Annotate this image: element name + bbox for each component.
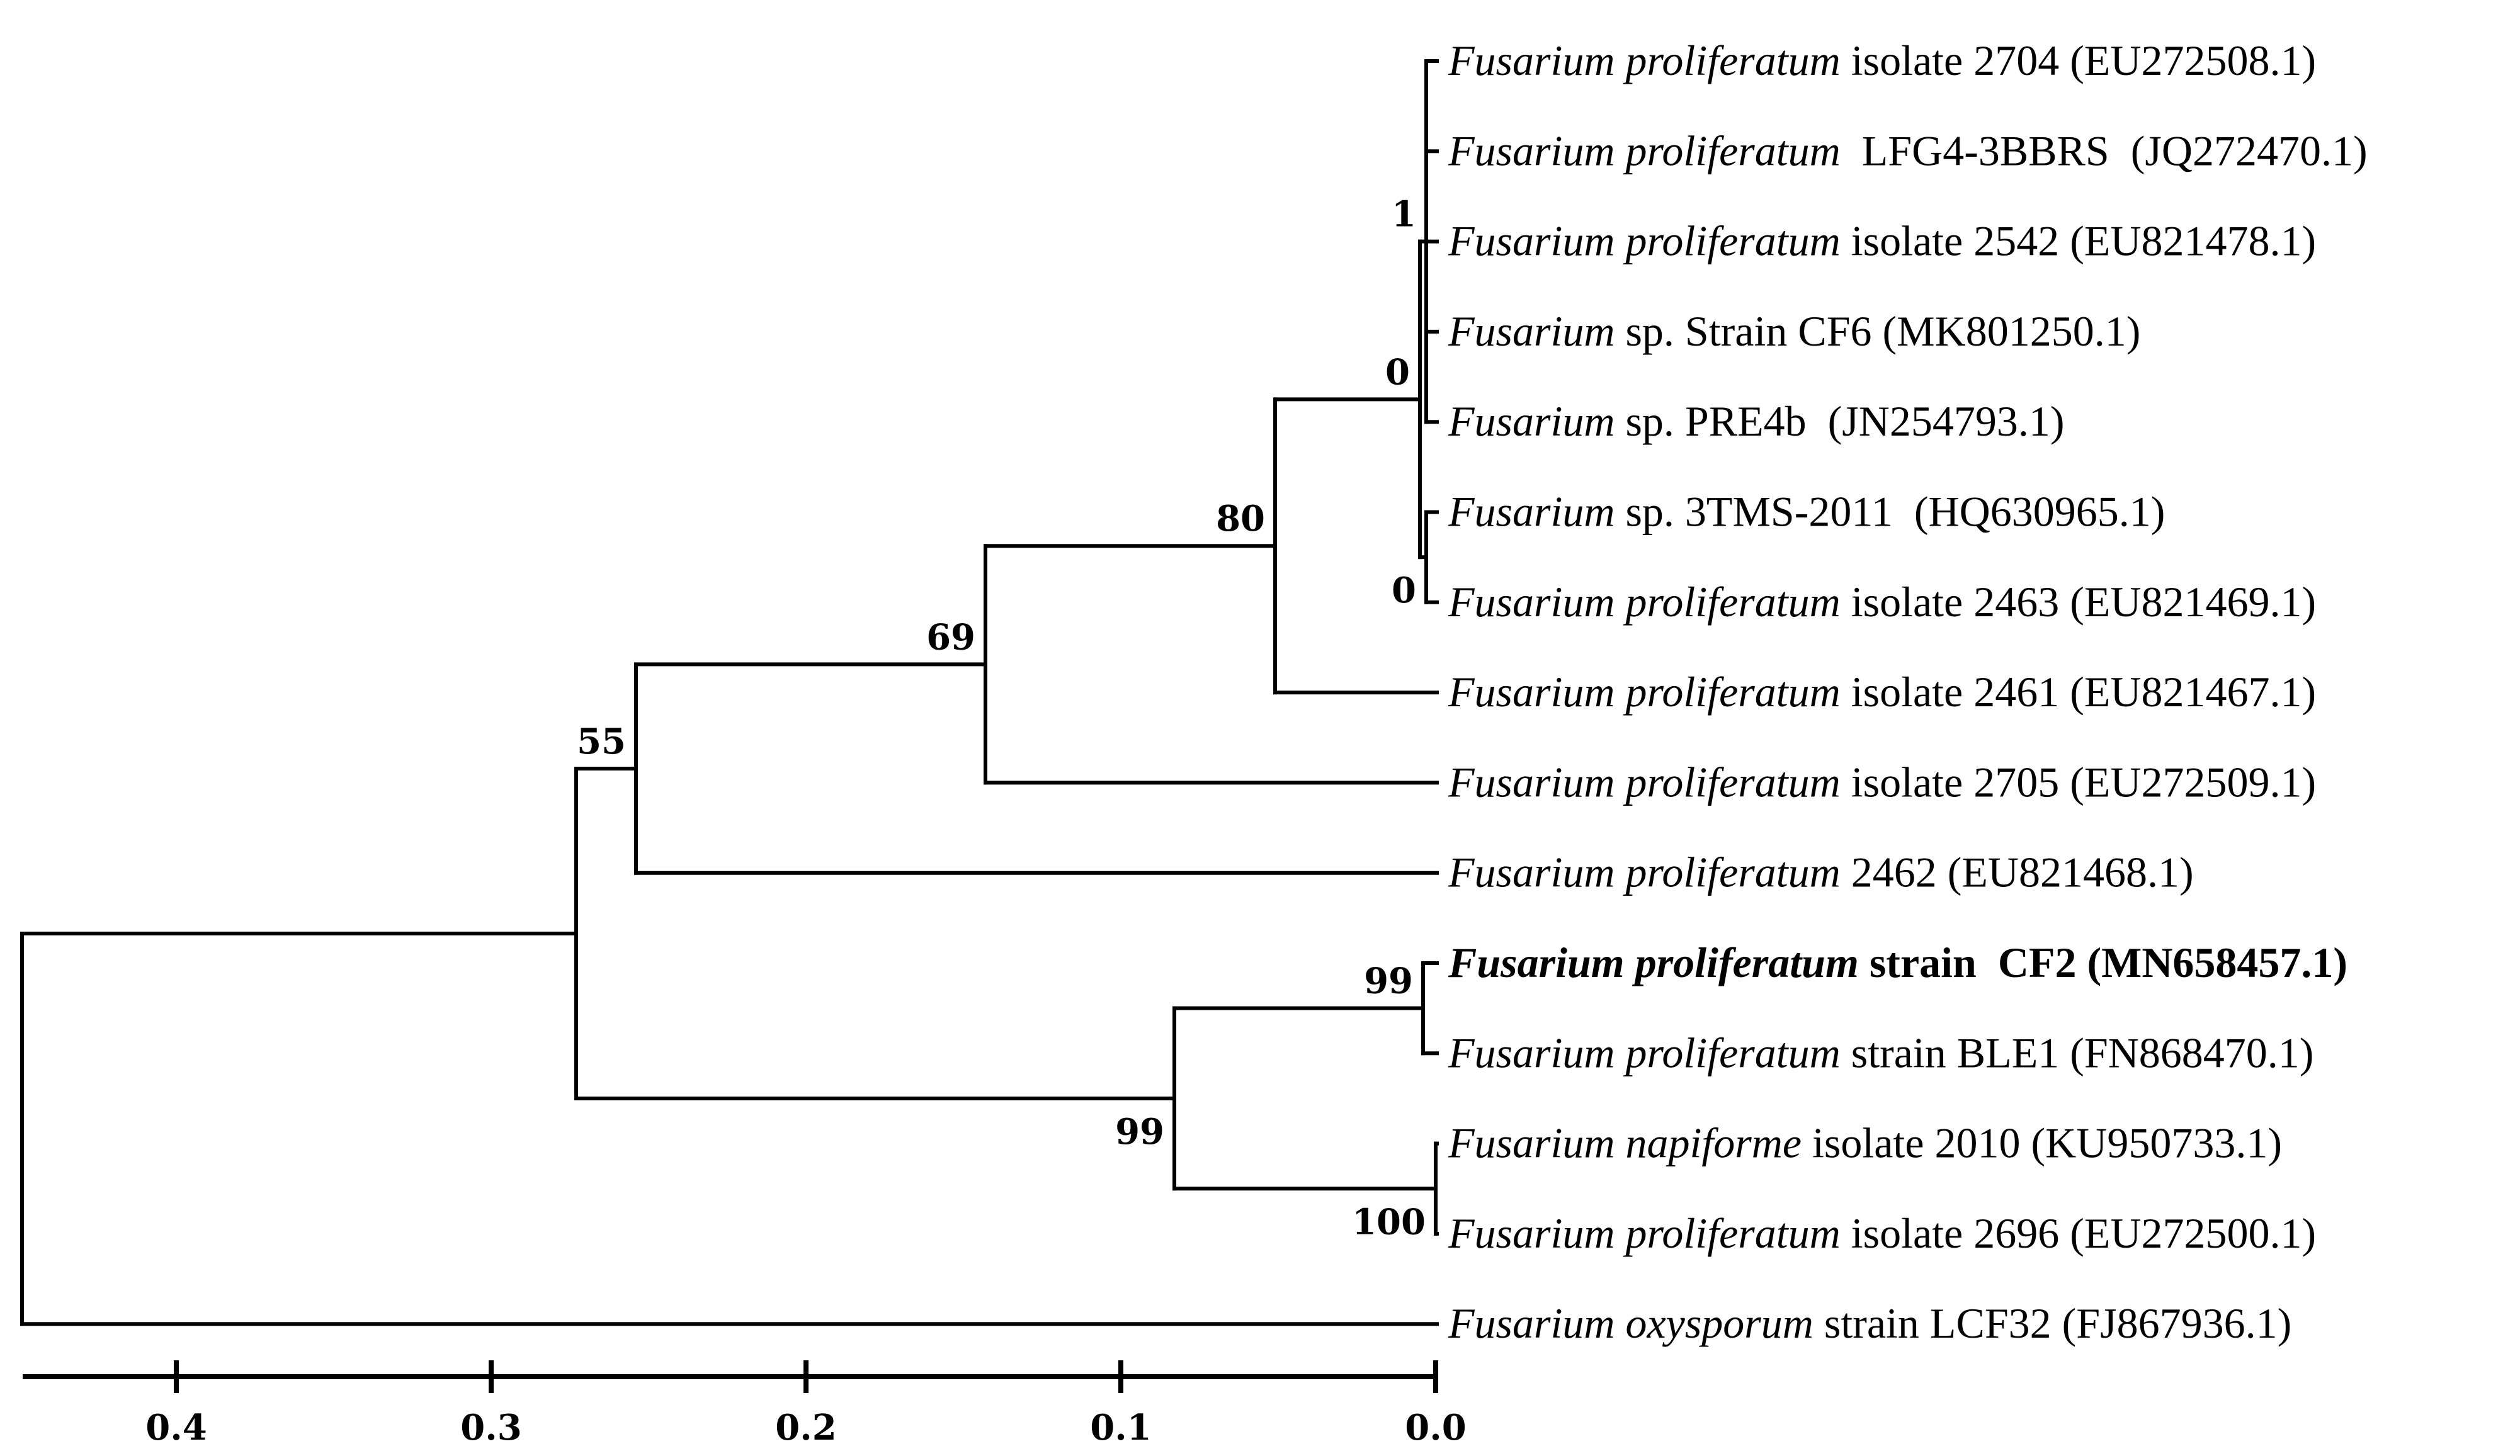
support-value-n6: 55 [577,721,626,762]
support-value-n7: 99 [1364,961,1413,1002]
scale-tick-label: 0.2 [775,1407,836,1448]
taxon-name-italic: Fusarium proliferatum [1448,37,1841,84]
taxon-label-4: Fusarium sp. Strain CF6 (MK801250.1) [1448,307,2140,355]
scale-tick-label: 0.0 [1405,1407,1466,1448]
taxon-name-italic: Fusarium proliferatum [1448,1029,1841,1076]
taxon-name-italic: Fusarium [1448,488,1615,536]
taxon-label-15: Fusarium oxysporum strain LCF32 (FJ86793… [1448,1299,2291,1347]
taxon-strain-accession: strain LCF32 (FJ867936.1) [1813,1299,2291,1347]
taxon-label-5: Fusarium sp. PRE4b (JN254793.1) [1448,397,2065,445]
scale-tick-label: 0.3 [460,1407,521,1448]
support-value-n4: 80 [1216,498,1265,539]
taxon-name-italic: Fusarium oxysporum [1448,1299,1813,1347]
taxon-strain-accession: isolate 2463 (EU821469.1) [1841,578,2316,626]
taxon-label-11: Fusarium proliferatum strain CF2 (MN6584… [1448,939,2347,986]
taxon-label-12: Fusarium proliferatum strain BLE1 (FN868… [1448,1029,2313,1076]
taxon-strain-accession: isolate 2461 (EU821467.1) [1841,668,2316,716]
taxon-label-9: Fusarium proliferatum isolate 2705 (EU27… [1448,758,2316,806]
scale-tick-label: 0.1 [1090,1407,1151,1448]
taxon-name-italic: Fusarium proliferatum [1448,217,1841,265]
taxon-strain-accession: strain BLE1 (FN868470.1) [1841,1029,2314,1076]
support-value-n5: 69 [926,616,975,658]
taxon-strain-accession: isolate 2705 (EU272509.1) [1841,758,2316,806]
taxon-label-7: Fusarium proliferatum isolate 2463 (EU82… [1448,578,2316,626]
distance-scale-axis: 0.4 0.3 0.2 0.1 0.0 [23,1360,1467,1448]
taxon-strain-accession: sp. 3TMS-2011 (HQ630965.1) [1615,488,2165,536]
taxon-label-13: Fusarium napiforme isolate 2010 (KU95073… [1448,1119,2282,1167]
support-value-n1: 1 [1392,194,1416,235]
support-value-n3: 0 [1385,351,1410,393]
taxon-name-italic: Fusarium [1448,307,1615,355]
taxon-name-italic: Fusarium proliferatum [1448,939,1859,986]
taxon-name-italic: Fusarium proliferatum [1448,758,1841,806]
taxon-strain-accession: strain CF2 (MN658457.1) [1859,939,2347,986]
taxon-labels: Fusarium proliferatum isolate 2704 (EU27… [1448,37,2368,1347]
taxon-strain-accession: isolate 2010 (KU950733.1) [1802,1119,2282,1167]
taxon-strain-accession: sp. PRE4b (JN254793.1) [1615,397,2064,445]
taxon-name-italic: Fusarium proliferatum [1448,127,1841,174]
taxon-label-2: Fusarium proliferatum LFG4-3BBRS (JQ2724… [1448,127,2368,174]
taxon-name-italic: Fusarium proliferatum [1448,668,1841,716]
taxon-strain-accession: isolate 2542 (EU821478.1) [1841,217,2316,265]
taxon-strain-accession: sp. Strain CF6 (MK801250.1) [1615,307,2140,355]
tree-branches [20,59,1439,1326]
taxon-label-1: Fusarium proliferatum isolate 2704 (EU27… [1448,37,2316,84]
taxon-name-italic: Fusarium napiforme [1448,1119,1802,1167]
taxon-strain-accession: 2462 (EU821468.1) [1841,849,2194,896]
taxon-name-italic: Fusarium proliferatum [1448,1209,1841,1257]
taxon-strain-accession: LFG4-3BBRS (JQ272470.1) [1841,127,2368,174]
taxon-label-8: Fusarium proliferatum isolate 2461 (EU82… [1448,668,2316,716]
scale-tick-label: 0.4 [145,1407,207,1448]
taxon-strain-accession: isolate 2696 (EU272500.1) [1841,1209,2316,1257]
taxon-name-italic: Fusarium proliferatum [1448,849,1841,896]
taxon-label-3: Fusarium proliferatum isolate 2542 (EU82… [1448,217,2316,265]
taxon-strain-accession: isolate 2704 (EU272508.1) [1841,37,2316,84]
taxon-label-10: Fusarium proliferatum 2462 (EU821468.1) [1448,849,2194,896]
taxon-label-14: Fusarium proliferatum isolate 2696 (EU27… [1448,1209,2316,1257]
taxon-name-italic: Fusarium [1448,397,1615,445]
taxon-name-italic: Fusarium proliferatum [1448,578,1841,626]
support-value-n2: 0 [1392,570,1416,611]
support-value-n9: 99 [1115,1111,1164,1153]
taxon-label-6: Fusarium sp. 3TMS-2011 (HQ630965.1) [1448,488,2165,536]
support-value-n8: 100 [1352,1201,1426,1243]
